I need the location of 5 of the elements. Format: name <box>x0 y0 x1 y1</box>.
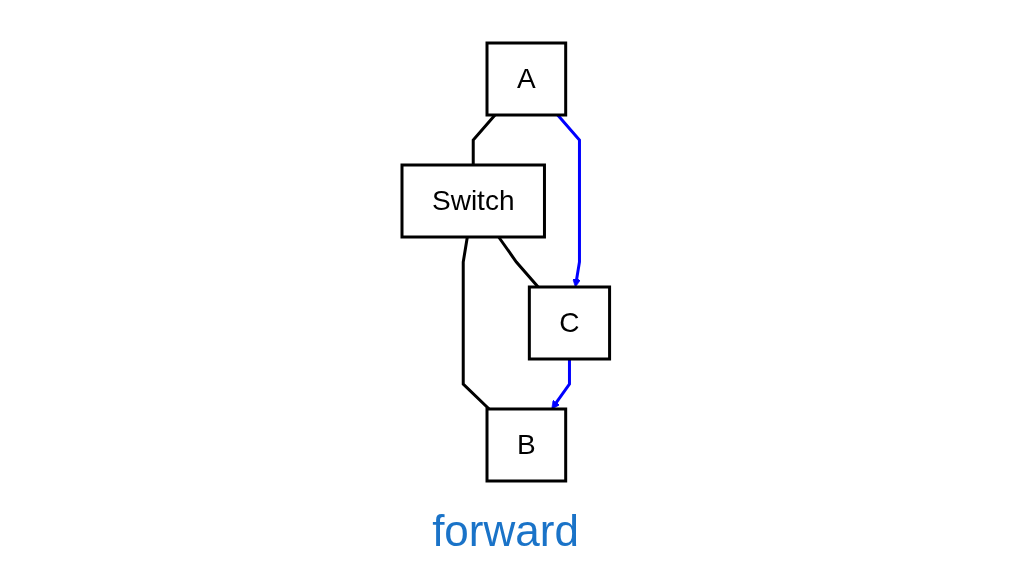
node-box: Switch <box>400 163 546 239</box>
node-box: C <box>527 285 611 361</box>
note-text: forward <box>432 506 579 556</box>
node-box: A <box>485 41 567 117</box>
node-box: B <box>485 407 567 483</box>
